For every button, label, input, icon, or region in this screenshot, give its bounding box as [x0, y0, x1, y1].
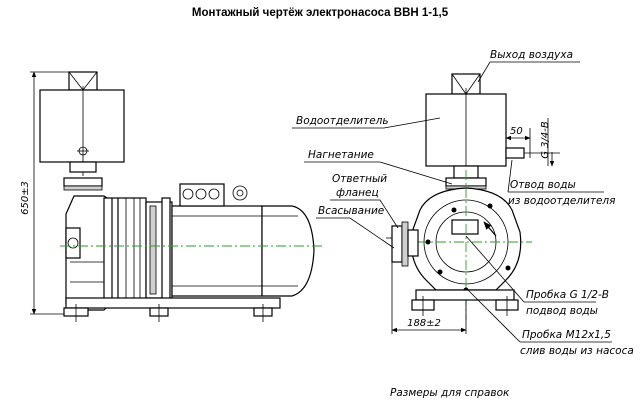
- label-counter-flange-2: фланец: [336, 187, 379, 199]
- label-water-outlet-2: из водоотделителя: [508, 195, 615, 207]
- side-motor: [171, 205, 263, 297]
- side-water-separator: [39, 89, 125, 163]
- label-plug-g-2: подвод воды: [526, 305, 598, 317]
- front-view: 50 G 3/4-B: [386, 73, 560, 334]
- front-base: [415, 289, 515, 301]
- label-discharge: Нагнетание: [308, 149, 374, 161]
- label-air-outlet: Выход воздуха: [490, 49, 573, 61]
- label-water-separator: Водоотделитель: [296, 115, 389, 127]
- side-terminal-box: [179, 183, 225, 207]
- offset-dimension-label: 50: [510, 126, 523, 137]
- thread-dimension-label: G 3/4-B: [540, 121, 551, 159]
- callout-leaders: [292, 61, 612, 343]
- side-view: 650±3: [20, 71, 324, 322]
- label-plug-m-2: слив воды из насоса: [520, 345, 634, 357]
- label-suction: Всасывание: [318, 205, 384, 217]
- label-plug-m-1: Пробка M12x1,5: [522, 329, 611, 341]
- label-counter-flange-1: Ответный: [332, 173, 387, 185]
- side-base-frame: [65, 297, 281, 309]
- drawing-title: Монтажный чертёж электронасоса ВВН 1-1,5: [192, 7, 449, 19]
- footnote: Размеры для справок: [390, 387, 510, 399]
- front-suction-flange: [391, 225, 403, 263]
- label-water-outlet-1: Отвод воды: [510, 179, 576, 191]
- height-dimension-label: 650±3: [20, 181, 31, 215]
- label-plug-g-1: Пробка G 1/2-B: [526, 289, 609, 301]
- side-motor-fan-cover: [261, 205, 315, 297]
- width-dimension-label: 188±2: [407, 318, 441, 329]
